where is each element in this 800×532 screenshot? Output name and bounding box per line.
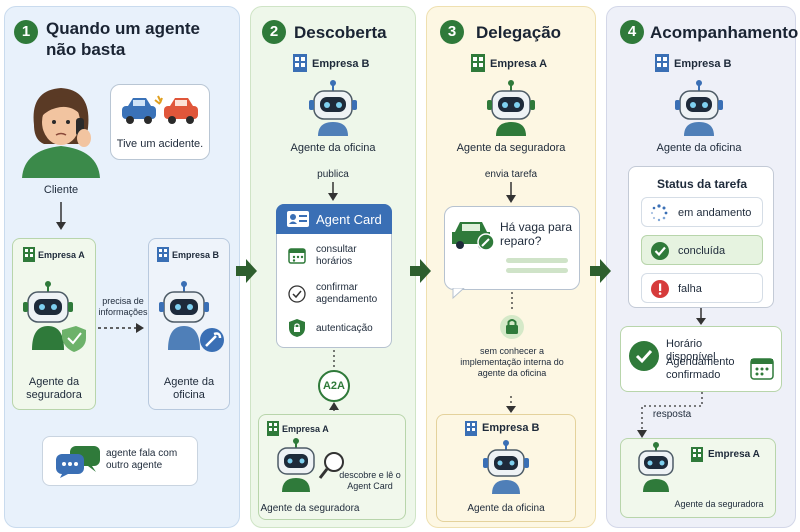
dotted-line — [511, 292, 513, 312]
building-icon — [23, 247, 35, 262]
bubble-tail — [452, 288, 465, 300]
building-icon — [471, 54, 485, 72]
p4-agent-label: Agente da oficina — [656, 142, 742, 154]
arrow-down-client — [56, 202, 66, 230]
status-fail-label: falha — [678, 283, 702, 295]
robot-insurer-icon — [487, 80, 535, 136]
panel-1-title-line1: Quando um agente — [46, 19, 200, 38]
building-icon — [655, 54, 669, 72]
step-number-4: 4 — [620, 20, 644, 44]
agent-insurer-label: Agente da seguradora — [26, 376, 82, 401]
dotted-arrow — [98, 323, 144, 333]
panel-4-title: Acompanhamento — [650, 23, 799, 42]
discovers-label: descobre e lê o Agent Card — [339, 470, 401, 491]
shield-lock-icon — [289, 319, 305, 337]
p2-agent-label: Agente da oficina — [290, 142, 376, 154]
check-circle-icon — [288, 285, 306, 303]
p2-agent-insurer-label: Agente da seguradora — [260, 503, 360, 514]
car-crash-icon — [122, 95, 198, 124]
status-in-progress-label: em andamento — [678, 207, 752, 219]
robot-shop-icon — [309, 80, 357, 136]
p4-company-a-label: Empresa A — [708, 449, 760, 460]
client-label: Cliente — [43, 184, 79, 196]
response-label: resposta — [650, 408, 694, 421]
step-number-2: 2 — [262, 20, 286, 44]
building-icon — [267, 421, 279, 436]
result-line1: Horário disponível — [666, 338, 716, 363]
status-done-label: concluída — [678, 245, 726, 257]
calendar-icon — [288, 248, 306, 264]
panel-3-title: Delegação — [476, 23, 562, 42]
lock-icon — [500, 315, 524, 339]
company-a-label: Empresa A — [38, 250, 85, 260]
error-icon — [651, 280, 669, 298]
client-person-icon — [22, 88, 100, 178]
p2-company-label: Empresa B — [312, 58, 370, 70]
check-circle-icon — [651, 242, 669, 260]
step-number-1: 1 — [14, 20, 38, 44]
calendar-icon — [750, 358, 774, 380]
chat-bubbles-icon — [56, 446, 100, 478]
task-status-card: Status da tarefa em andamento concluída … — [628, 166, 774, 308]
dotted-arrow-down — [506, 396, 516, 413]
p3-note: sem conhecer a implementação interna do … — [460, 346, 564, 378]
robot-insurer-icon — [638, 442, 674, 492]
car-wrench-icon — [452, 222, 494, 251]
task-question: Há vaga para reparo? — [500, 220, 573, 248]
task-status-title: Status da tarefa — [656, 177, 748, 191]
publishes-label: publica — [317, 169, 349, 180]
company-a-box — [12, 238, 96, 410]
building-icon — [293, 54, 307, 72]
dotted-line — [333, 350, 335, 370]
p2-company-a-label: Empresa A — [282, 424, 329, 434]
p3-agent-label: Agente da seguradora — [456, 142, 566, 154]
status-done: concluída — [641, 235, 763, 265]
robot-insurer-icon — [23, 281, 86, 352]
arrow-down — [328, 182, 338, 201]
capability-3: autenticação — [316, 323, 373, 334]
agent-shop-label: Agente da oficina — [163, 376, 215, 401]
need-info-label: precisa de informações — [98, 296, 148, 317]
p3-company-b-label: Empresa B — [482, 422, 540, 434]
agent-card-title: Agent Card — [316, 212, 382, 227]
robot-shop-icon — [675, 80, 723, 136]
status-in-progress: em andamento — [641, 197, 763, 227]
panel-2-title: Descoberta — [294, 23, 387, 42]
robot-shop-icon — [159, 281, 224, 352]
capability-1: consultar horários — [316, 244, 357, 267]
building-icon — [465, 421, 477, 436]
p4-company-label: Empresa B — [674, 58, 732, 70]
task-bubble — [444, 206, 580, 290]
big-arrow-3 — [590, 259, 611, 283]
arrow-down — [506, 182, 516, 203]
sends-task-label: envia tarefa — [484, 169, 538, 180]
placeholder-line — [506, 268, 568, 273]
big-arrow-1 — [236, 259, 257, 283]
p3-company-label: Empresa A — [490, 58, 548, 70]
check-circle-icon — [629, 341, 659, 371]
speech-text: Tive um acidente. — [116, 138, 204, 150]
placeholder-line — [506, 258, 568, 263]
big-arrow-2 — [410, 259, 431, 283]
panel-1-title-line2: não basta — [46, 40, 126, 59]
spinner-icon — [650, 204, 668, 222]
arrow-down — [696, 308, 706, 325]
p3-agent-shop-label: Agente da oficina — [467, 503, 545, 514]
robot-shop-icon — [483, 440, 529, 494]
a2a-badge: A2A — [318, 370, 350, 402]
robot-search-icon — [277, 438, 344, 492]
p4-agent-insurer-label: Agente da seguradora — [674, 499, 764, 509]
building-icon — [691, 447, 703, 462]
company-b-box — [148, 238, 230, 410]
response-dotted-arrow — [637, 392, 703, 438]
company-b-label: Empresa B — [172, 250, 220, 260]
id-card-icon — [287, 211, 309, 227]
result-line2: Agendamento confirmado — [666, 356, 735, 381]
step-number-3: 3 — [440, 20, 464, 44]
building-icon — [157, 247, 169, 262]
capability-2: confirmar agendamento — [316, 282, 378, 305]
legend-text: agente fala com outro agente — [106, 448, 178, 471]
status-fail: falha — [641, 273, 763, 303]
